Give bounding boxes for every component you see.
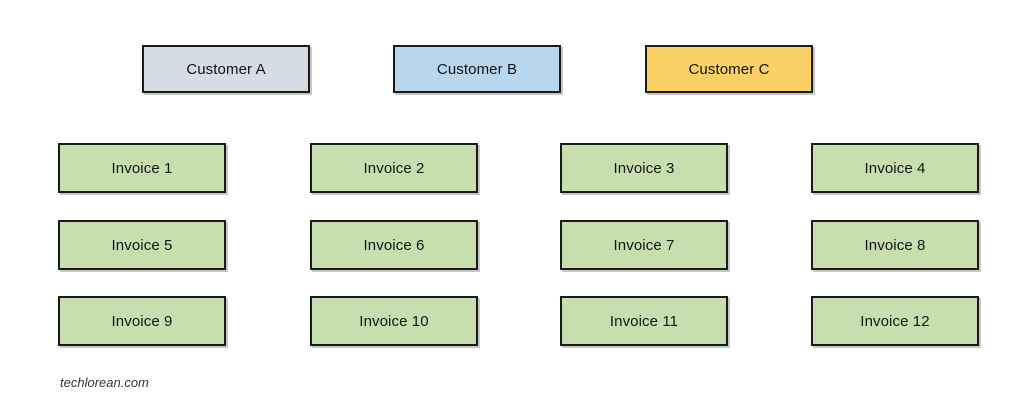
invoice-node-label: Invoice 5 xyxy=(111,236,173,254)
invoice-node[interactable]: Invoice 9 xyxy=(58,296,226,346)
invoice-node[interactable]: Invoice 5 xyxy=(58,220,226,270)
customer-node-c-label: Customer C xyxy=(688,60,770,78)
customer-node-b-label: Customer B xyxy=(436,60,518,78)
invoice-node[interactable]: Invoice 1 xyxy=(58,143,226,193)
invoice-node[interactable]: Invoice 7 xyxy=(560,220,728,270)
invoice-node[interactable]: Invoice 10 xyxy=(310,296,478,346)
invoice-node-label: Invoice 8 xyxy=(864,236,926,254)
invoice-node-label: Invoice 1 xyxy=(111,159,173,177)
invoice-node[interactable]: Invoice 4 xyxy=(811,143,979,193)
invoice-node-label: Invoice 11 xyxy=(609,312,679,330)
invoice-node[interactable]: Invoice 8 xyxy=(811,220,979,270)
invoice-node[interactable]: Invoice 6 xyxy=(310,220,478,270)
invoice-node-label: Invoice 4 xyxy=(864,159,926,177)
invoice-node-label: Invoice 12 xyxy=(860,312,930,330)
watermark: techlorean.com xyxy=(60,375,149,390)
invoice-node-label: Invoice 7 xyxy=(613,236,675,254)
invoice-node[interactable]: Invoice 11 xyxy=(560,296,728,346)
invoice-node[interactable]: Invoice 12 xyxy=(811,296,979,346)
invoice-node[interactable]: Invoice 2 xyxy=(310,143,478,193)
customer-node-c[interactable]: Customer C xyxy=(645,45,813,93)
invoice-node[interactable]: Invoice 3 xyxy=(560,143,728,193)
invoice-node-label: Invoice 6 xyxy=(363,236,425,254)
customer-node-a[interactable]: Customer A xyxy=(142,45,310,93)
customer-node-b[interactable]: Customer B xyxy=(393,45,561,93)
invoice-node-label: Invoice 9 xyxy=(111,312,173,330)
invoice-node-label: Invoice 3 xyxy=(613,159,675,177)
invoice-node-label: Invoice 2 xyxy=(363,159,425,177)
customer-node-a-label: Customer A xyxy=(186,60,266,78)
invoice-node-label: Invoice 10 xyxy=(359,312,429,330)
